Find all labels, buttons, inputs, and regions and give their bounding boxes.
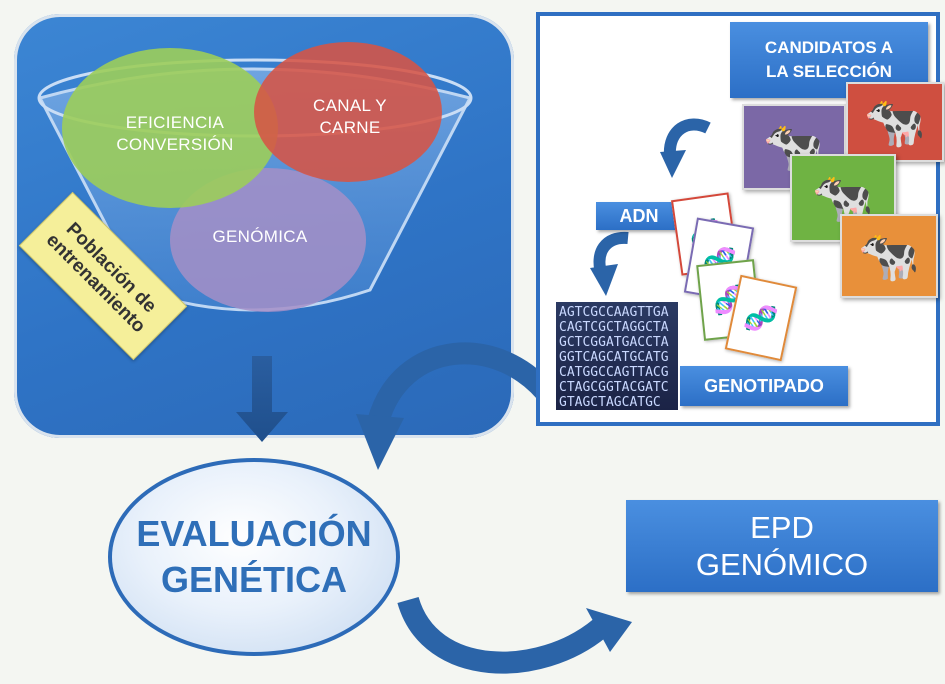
cow-card-orange: 🐄 xyxy=(840,214,938,298)
genomica-circle xyxy=(170,168,366,312)
genomic-epd-box: EPD GENÓMICO xyxy=(626,500,938,592)
adn-label: ADN xyxy=(596,202,682,230)
curve-arrow-to-evaluation xyxy=(367,342,561,426)
genotipado-label: GENOTIPADO xyxy=(680,366,848,406)
eficiencia-label: EFICIENCIA CONVERSIÓN xyxy=(116,113,234,154)
genomica-label: GENÓMICA xyxy=(212,227,308,246)
canal-circle xyxy=(254,42,442,182)
genotype-image: AGTCGCCAAGTTGACAGTCGCTAGGCTAGCTCGGATGACC… xyxy=(556,302,678,410)
genetic-evaluation: EVALUACIÓN GENÉTICA xyxy=(108,458,400,656)
cycle-arrow-upper xyxy=(663,118,711,157)
down-arrow xyxy=(236,356,288,442)
eficiencia-circle xyxy=(62,48,278,208)
curve-arrow-to-epd xyxy=(397,596,608,674)
cow-card-red: 🐄 xyxy=(846,82,944,162)
canal-label: CANAL Y CARNE xyxy=(313,96,387,137)
